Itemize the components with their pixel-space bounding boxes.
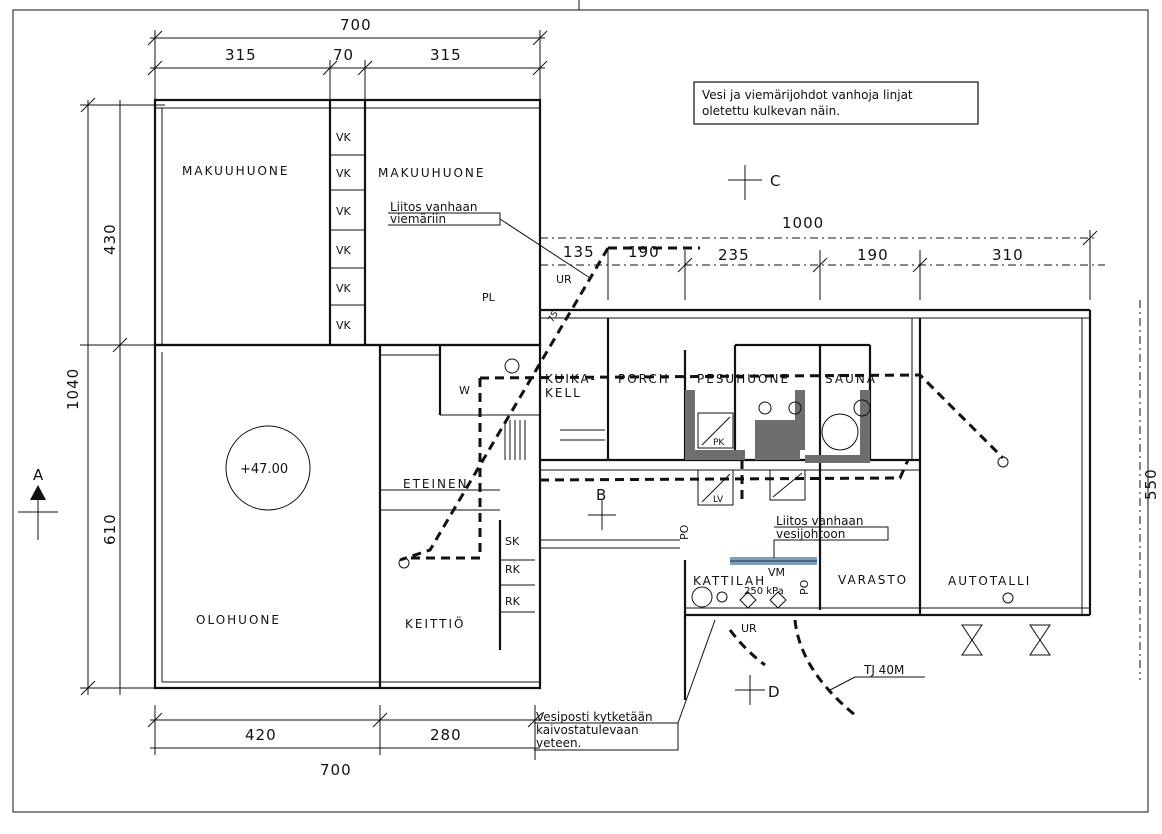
room-makuuhuone-2: MAKUUHUONE [378, 166, 486, 180]
room-sauna: SAUNA [825, 372, 877, 386]
vk-4: VK [336, 244, 352, 257]
room-autotalli: AUTOTALLI [948, 574, 1031, 588]
room-varasto: VARASTO [838, 573, 908, 587]
dim-bottom-total: 700 [320, 761, 352, 779]
vk-6: VK [336, 319, 352, 332]
left-dimensions: 1040 430 610 [64, 97, 165, 696]
note-vesiposti-2: kaivostatulevaan [536, 723, 639, 737]
dim-left-lower: 610 [101, 513, 119, 545]
sheet-border [12, 9, 1149, 813]
small-markers: +47.00 PL UR UR VM 250 kPa PK LV W PO PO… [240, 273, 811, 635]
vk-1: VK [336, 131, 352, 144]
bottom-dimensions: 420 280 700 [147, 705, 543, 779]
dim-bottom-right: 280 [430, 726, 462, 744]
elevation-label: +47.00 [240, 462, 288, 477]
boiler-circle [691, 586, 713, 608]
section-b-label: B [596, 486, 607, 504]
legend-line-1: Vesi ja viemärijohdot vanhoja linjat [702, 88, 913, 102]
room-kuikakell: KUIKA-KELL [545, 372, 597, 400]
ur-bottom-label: UR [741, 622, 757, 635]
dim-top-mid: 70 [333, 46, 354, 64]
room-olohuone: OLOHUONE [196, 613, 281, 627]
top-dimensions: 700 315 70 315 [147, 16, 548, 110]
section-a-label: A [33, 466, 44, 484]
dim-top-right: 315 [430, 46, 462, 64]
walls [153, 98, 1092, 700]
po-label-1: PO [678, 524, 691, 540]
garage-drain [1002, 592, 1014, 604]
pipe-lines [399, 246, 1005, 717]
legend-line-2: oletettu kulkevan näin. [702, 104, 840, 118]
section-d-label: D [768, 683, 781, 701]
ur-top-label: UR [556, 273, 572, 286]
note-liitos-vesi-1: Liitos vanhaan [776, 514, 863, 528]
dim-right-side: 550 [1142, 468, 1160, 500]
note-vesiposti-3: veteen. [536, 736, 581, 750]
room-keittio: KEITTIÖ [405, 615, 465, 631]
vk-3: VK [336, 205, 352, 218]
cabinet-rk-2: RK [505, 595, 521, 608]
dim-bottom-left: 420 [245, 726, 277, 744]
note-liitos-viemari-1: Liitos vanhaan [390, 200, 477, 214]
lv-box [697, 469, 734, 506]
dim-left-upper: 430 [101, 223, 119, 255]
sauna-stove [821, 413, 859, 451]
dim-top-left: 315 [225, 46, 257, 64]
dim-right-4: 190 [857, 246, 889, 264]
dim-right-1: 135 [563, 243, 595, 261]
pressure-label: 250 kPa [744, 586, 784, 597]
note-tj: TJ 40M [863, 663, 904, 677]
legend-box [693, 81, 979, 125]
dim-left-total: 1040 [64, 368, 82, 410]
right-dimensions: 1000 135 190 235 190 310 550 [540, 214, 1160, 680]
vk-2: VK [336, 167, 352, 180]
w-label: W [459, 384, 470, 397]
room-makuuhuone-1: MAKUUHUONE [182, 164, 290, 178]
drain-point [997, 456, 1009, 468]
cabinet-sk: SK [505, 535, 520, 548]
pk-box [697, 412, 734, 449]
vm-label: VM [768, 566, 785, 579]
elevation-circle [225, 425, 311, 511]
dim-right-5: 310 [992, 246, 1024, 264]
room-porch: PORCH [618, 372, 670, 386]
note-liitos-viemari-2: viemäriin [390, 212, 446, 226]
room-labels: MAKUUHUONE MAKUUHUONE VK VK VK VK VK VK … [182, 131, 1031, 631]
notes: Vesi ja viemärijohdot vanhoja linjat ole… [388, 81, 979, 751]
note-vesiposti-1: Vesiposti kytketään [536, 710, 653, 724]
dim-right-3: 235 [718, 246, 750, 264]
note-liitos-vesi-2: vesijohtoon [776, 527, 845, 541]
fixtures [225, 358, 1051, 656]
dim-right-2: 190 [628, 243, 660, 261]
vk-5: VK [336, 282, 352, 295]
slope-label: 75 [547, 310, 561, 325]
room-kattilah: KATTILAH [693, 574, 766, 588]
shower-box [769, 469, 806, 501]
lv-label: LV [713, 495, 724, 505]
dim-right-total: 1000 [782, 214, 824, 232]
room-pesuhuone: PESUHUONE [697, 372, 790, 386]
po-label-2: PO [798, 579, 811, 595]
room-eteinen: ETEINEN [403, 477, 469, 491]
section-c-label: C [770, 172, 781, 190]
cabinet-rk-1: RK [505, 563, 521, 576]
pk-label: PK [713, 438, 725, 448]
section-markers: A B C D [18, 165, 781, 705]
dim-top-total: 700 [340, 16, 372, 34]
pl-label: PL [482, 291, 496, 304]
